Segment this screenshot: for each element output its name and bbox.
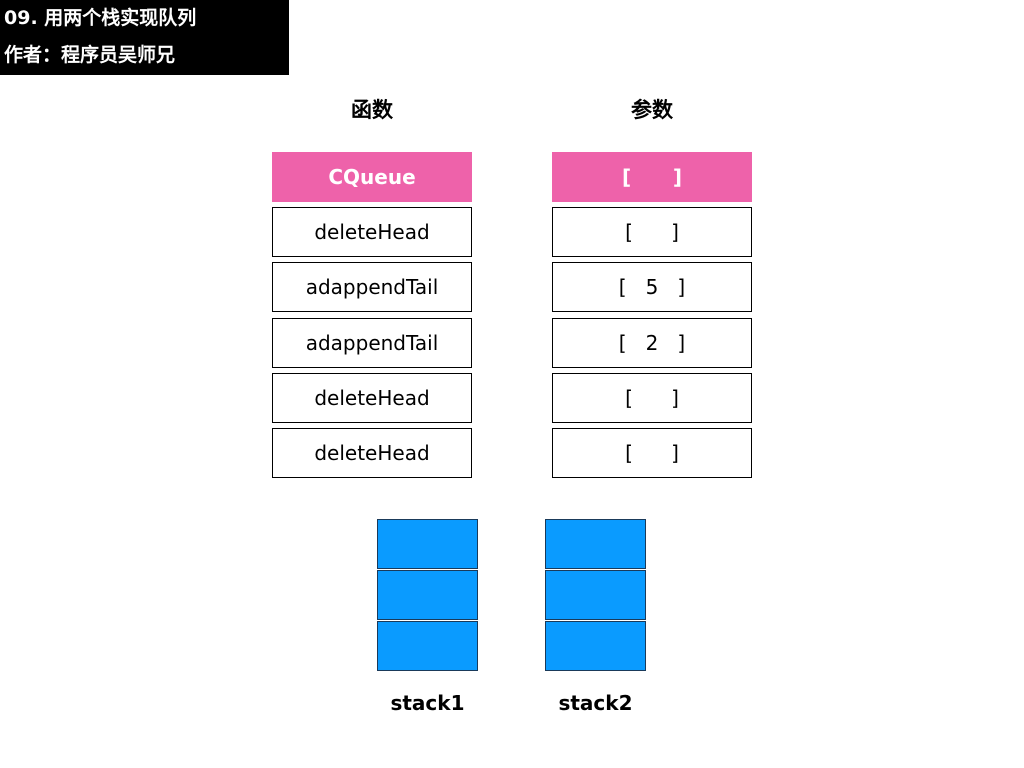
stack2-slot [545,519,646,569]
stack2-slot [545,570,646,620]
function-cell-3: adappendTail [272,318,472,368]
title-banner: 09. 用两个栈实现队列 作者：程序员吴师兄 [0,0,289,75]
page-title: 09. 用两个栈实现队列 [4,7,197,29]
stack1-container [377,519,478,672]
functions-column-header: 函数 [351,98,393,122]
stack2-label: stack2 [558,691,633,715]
function-cell-5: deleteHead [272,428,472,478]
param-cell-5: [ ] [552,428,752,478]
function-cell-2: adappendTail [272,262,472,312]
param-cell-2: [ 5 ] [552,262,752,312]
param-cell-0: [ ] [552,152,752,202]
param-cell-4: [ ] [552,373,752,423]
stack1-slot [377,621,478,671]
function-cell-4: deleteHead [272,373,472,423]
stack1-slot [377,570,478,620]
stack1-label: stack1 [390,691,465,715]
stack2-container [545,519,646,672]
author-line: 作者：程序员吴师兄 [4,44,176,66]
param-cell-1: [ ] [552,207,752,257]
stack1-slot [377,519,478,569]
stack2-slot [545,621,646,671]
params-column-header: 参数 [631,98,673,122]
function-cell-0: CQueue [272,152,472,202]
function-cell-1: deleteHead [272,207,472,257]
param-cell-3: [ 2 ] [552,318,752,368]
